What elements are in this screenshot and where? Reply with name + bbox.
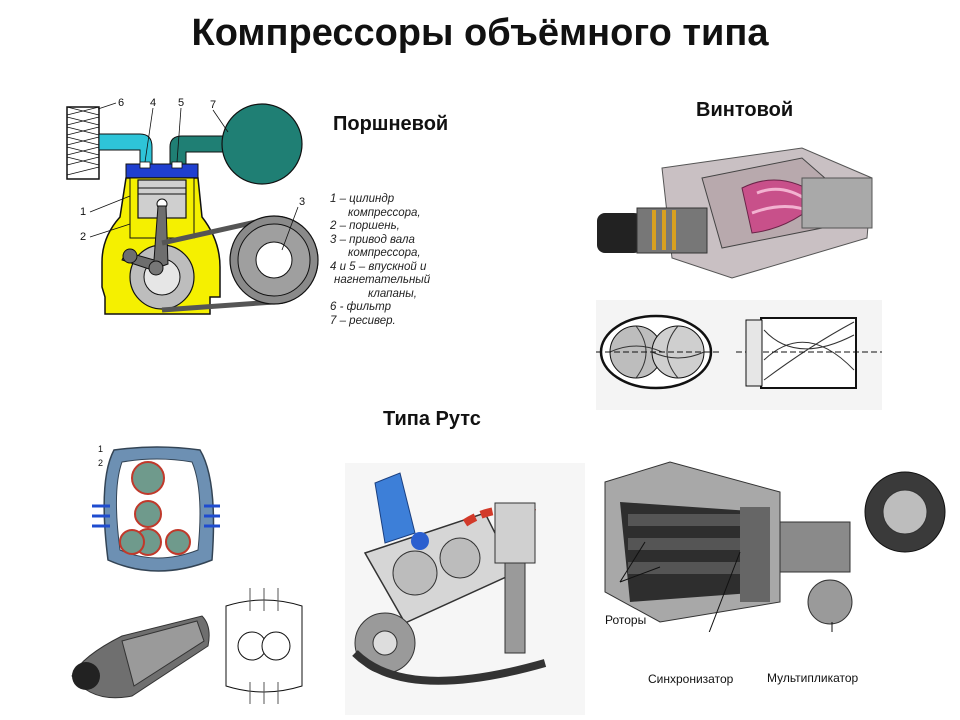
- legend-line: 6 - фильтр: [330, 301, 391, 313]
- screw-compressor-photo: [592, 138, 882, 288]
- legend-line: 3 – привод вала: [330, 233, 415, 246]
- roots-flow-diagram: [225, 588, 303, 704]
- roots-compressor-photo: [600, 452, 955, 632]
- section-title-screw: Винтовой: [696, 99, 794, 121]
- page-title: Компрессоры объёмного типа: [191, 12, 769, 54]
- legend-line: 4 и 5 – впускной и: [330, 260, 427, 273]
- roots-cutaway-illustration: [345, 463, 585, 715]
- section-title-roots: Типа Рутс: [383, 408, 481, 430]
- label-6: 6: [118, 97, 124, 109]
- piston-compressor-diagram: 6 4 5 7 1 2 3: [66, 97, 319, 315]
- label-5: 5: [178, 97, 184, 109]
- roots-label-1: 1: [98, 444, 103, 454]
- label-rotors: Роторы: [605, 613, 647, 627]
- screw-compressor-section: [596, 300, 882, 410]
- roots-unit-photo: [71, 615, 210, 699]
- legend-line: клапаны,: [368, 287, 417, 300]
- roots-lobe-diagram: 1 2: [92, 444, 220, 572]
- legend-line: компрессора,: [348, 247, 421, 259]
- label-multiplier: Мультипликатор: [767, 671, 859, 685]
- roots-label-2: 2: [98, 458, 103, 468]
- legend-line: компрессора,: [348, 206, 421, 219]
- label-7: 7: [210, 99, 216, 111]
- piston-legend: 1 – цилиндр компрессора, 2 – поршень, 3 …: [330, 193, 430, 328]
- section-title-piston: Поршневой: [333, 113, 449, 135]
- label-1: 1: [80, 206, 86, 218]
- legend-line: 7 – ресивер.: [330, 314, 396, 327]
- legend-line: 2 – поршень,: [330, 220, 400, 232]
- legend-line: 1 – цилиндр: [330, 193, 395, 205]
- label-synchronizer: Синхронизатор: [648, 672, 734, 686]
- legend-line: нагнетательный: [334, 274, 431, 286]
- label-3: 3: [299, 196, 305, 208]
- label-4: 4: [150, 97, 156, 109]
- label-2: 2: [80, 231, 86, 243]
